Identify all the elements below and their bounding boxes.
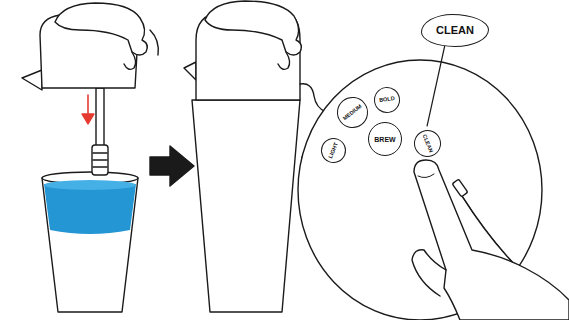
finger bbox=[412, 250, 446, 296]
hand bbox=[150, 30, 158, 55]
siphon-tube bbox=[96, 88, 104, 148]
cup bbox=[42, 172, 138, 312]
siphon-tube bbox=[92, 88, 108, 175]
siphon-tube bbox=[93, 152, 107, 153]
siphon-tube bbox=[93, 166, 107, 167]
hand bbox=[278, 52, 290, 69]
cup bbox=[42, 178, 138, 312]
brewer-unit bbox=[300, 84, 326, 112]
leader-line bbox=[427, 46, 445, 127]
siphon-tube bbox=[93, 159, 107, 160]
motion-arrow bbox=[82, 114, 94, 124]
hand bbox=[55, 3, 147, 55]
hand bbox=[205, 1, 301, 69]
step-arrow bbox=[150, 146, 194, 186]
power-cord bbox=[452, 179, 468, 197]
brewer-unit bbox=[22, 70, 42, 90]
button-label: BOLD bbox=[379, 96, 395, 104]
button-label: LIGHT bbox=[327, 141, 338, 158]
button-label: CLEAN bbox=[421, 133, 433, 153]
cleaning-liquid bbox=[44, 180, 136, 190]
finger bbox=[412, 160, 569, 320]
cup bbox=[192, 100, 300, 312]
callout-bubble: CLEAN bbox=[421, 14, 489, 47]
hand bbox=[55, 3, 158, 69]
button-label: BREW bbox=[374, 136, 395, 143]
motion-arrow bbox=[82, 95, 94, 124]
button-label: CLEAN bbox=[436, 25, 474, 36]
finger bbox=[418, 174, 434, 178]
brew-button: BREW bbox=[368, 122, 402, 156]
finger bbox=[414, 160, 569, 320]
cleaning-liquid bbox=[44, 184, 136, 234]
hand bbox=[124, 52, 136, 69]
hand bbox=[205, 1, 301, 55]
cup bbox=[192, 100, 300, 312]
motion-arrow bbox=[87, 95, 89, 116]
brewer-unit bbox=[184, 62, 196, 80]
button-label: MEDIUM bbox=[342, 103, 363, 121]
siphon-tube bbox=[92, 145, 108, 175]
cleaning-liquid bbox=[44, 180, 136, 234]
